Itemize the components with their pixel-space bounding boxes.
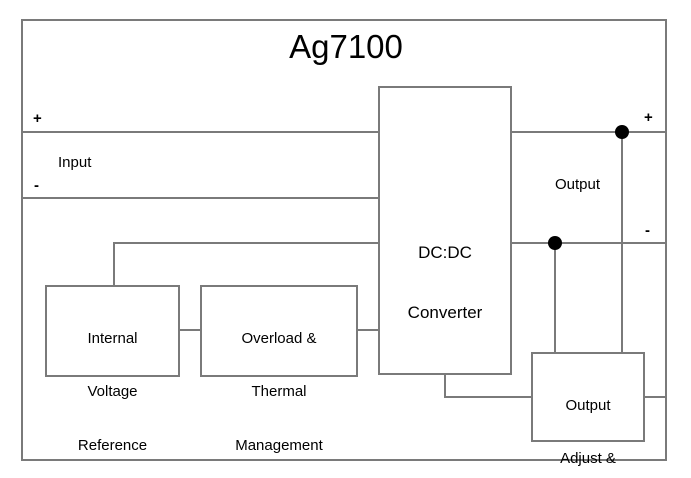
block-dcdc-converter [378,86,512,375]
wire-dcdc-to-internal-voltage-reference [113,242,379,286]
block-internal-voltage-reference [45,285,180,377]
wire-dcdc-to-output-adjust [444,374,532,398]
junction-dot-negative-output [548,236,562,250]
block-overload-thermal-management [200,285,358,377]
block-output-adjust-feedback [531,352,645,442]
junction-dot-positive-output [615,125,629,139]
